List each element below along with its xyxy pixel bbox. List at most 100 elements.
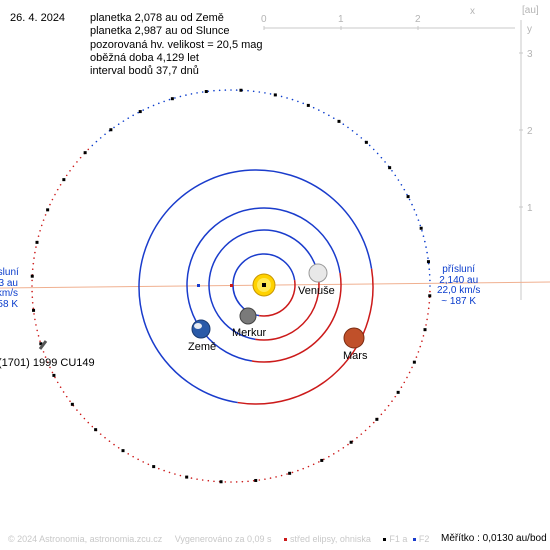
- orbit-dot: [36, 329, 38, 332]
- interval-marker: [121, 449, 125, 453]
- orbit-dot: [406, 376, 408, 379]
- orbit-dot: [419, 224, 422, 227]
- orbit-dot: [427, 313, 429, 315]
- orbit-dot: [372, 148, 375, 151]
- orbit-dot: [31, 279, 33, 282]
- orbit-dot: [207, 479, 210, 482]
- orbit-dot: [291, 471, 294, 474]
- orbit-dot: [35, 246, 37, 248]
- interval-marker: [288, 471, 292, 475]
- orbit-dot: [286, 473, 288, 475]
- orbit-dot: [368, 144, 371, 147]
- earth-icon: [191, 319, 211, 339]
- orbit-dot: [76, 161, 78, 163]
- mars-orbit-above-ecliptic: [138, 169, 373, 404]
- orbit-dot: [342, 123, 345, 126]
- interval-marker: [412, 360, 416, 364]
- mars-icon: [343, 327, 365, 349]
- orbit-dot: [79, 156, 82, 159]
- orbit-dot: [152, 104, 155, 107]
- mercury-label: Merkur: [232, 327, 267, 339]
- orbit-dot: [429, 285, 431, 287]
- orbit-dot: [356, 133, 358, 136]
- orbit-dot: [158, 102, 160, 105]
- orbit-dot: [39, 340, 41, 343]
- y-tick-label: 3: [527, 49, 533, 60]
- venus-orbit-below-ecliptic: [255, 276, 320, 341]
- orbit-dot: [87, 421, 90, 424]
- interval-marker: [52, 373, 56, 377]
- mercury-orbit-above-ecliptic: [232, 253, 296, 317]
- orbit-dot: [31, 301, 34, 304]
- orbit-dot: [37, 235, 40, 237]
- orbit-dot: [328, 114, 330, 117]
- orbit-dot: [83, 417, 86, 420]
- orbit-dot: [318, 109, 320, 111]
- interval-marker: [349, 440, 353, 444]
- orbit-dot: [54, 193, 56, 196]
- orbit-dot: [252, 90, 255, 93]
- orbit-dot: [218, 89, 221, 92]
- orbit-dot: [79, 413, 82, 416]
- orbit-dot: [235, 481, 238, 483]
- copyright-link[interactable]: © 2024 Astronomia, astronomia.zcu.cz: [8, 534, 163, 544]
- orbit-dot: [323, 458, 325, 461]
- orbit-dot: [69, 400, 71, 403]
- orbit-dot: [258, 91, 261, 93]
- date-label: 26. 4. 2024: [10, 12, 66, 24]
- orbit-dot: [224, 481, 227, 483]
- orbit-dot: [291, 98, 294, 101]
- earth-distance-text: planetka 2,078 au od Země: [90, 12, 224, 24]
- orbit-dot: [280, 474, 283, 477]
- orbit-dot: [387, 404, 390, 407]
- orbit-dot: [132, 455, 134, 458]
- y-tick-label: 2: [527, 126, 533, 137]
- interval-marker: [39, 342, 43, 346]
- mars-orbit: [138, 169, 374, 405]
- planet-orbits: [138, 169, 374, 405]
- planet-venus: Venuše: [298, 263, 335, 297]
- earth-orbit-below-ecliptic: [251, 272, 342, 363]
- orbit-dot: [31, 285, 33, 287]
- interval-marker: [423, 328, 427, 332]
- orbit-dot: [417, 219, 420, 221]
- orbit-dot: [391, 400, 393, 403]
- orbit-dot: [332, 453, 335, 455]
- sun: [252, 273, 276, 297]
- orbit-dot: [403, 188, 406, 191]
- generated-text: Vygenerováno za 0,09 s: [174, 534, 272, 544]
- orbit-dot: [421, 340, 423, 343]
- orbit-dot: [428, 274, 431, 276]
- orbit-dot: [318, 461, 320, 463]
- orbit-dot: [196, 478, 198, 480]
- asteroid-label: (1701) 1999 CU149: [0, 357, 95, 369]
- interval-marker: [170, 97, 174, 101]
- orbit-dot: [196, 92, 198, 94]
- orbit-dot: [425, 246, 427, 248]
- orbit-dot: [415, 214, 418, 216]
- orbit-dot: [113, 126, 115, 129]
- x-axis-label: x: [470, 6, 475, 17]
- orbit-dot: [42, 219, 45, 221]
- orbit-dot: [427, 307, 430, 310]
- orbit-dot: [380, 413, 383, 416]
- axis-unit-label: [au]: [522, 5, 539, 16]
- planet-mars: Mars: [343, 327, 368, 362]
- interval-marker: [306, 103, 310, 107]
- orbit-dot: [179, 474, 182, 477]
- focus-f2-marker: [197, 284, 200, 287]
- y-axis-ticks: 3 2 1 y [au]: [519, 5, 539, 214]
- f2-legend-icon: [412, 538, 416, 542]
- orbit-dot: [69, 169, 71, 172]
- orbit-dot: [360, 433, 363, 435]
- perihelion-title: přísluní: [442, 264, 476, 275]
- orbit-dot: [185, 94, 187, 96]
- interval-marker: [419, 226, 423, 230]
- orbit-dot: [323, 111, 325, 114]
- orbit-dot: [31, 268, 34, 271]
- mercury-icon: [239, 307, 257, 325]
- interval-marker: [337, 119, 341, 123]
- orbit-dot: [411, 203, 413, 206]
- orbit-dot: [65, 395, 68, 398]
- orbit-dot: [108, 440, 111, 443]
